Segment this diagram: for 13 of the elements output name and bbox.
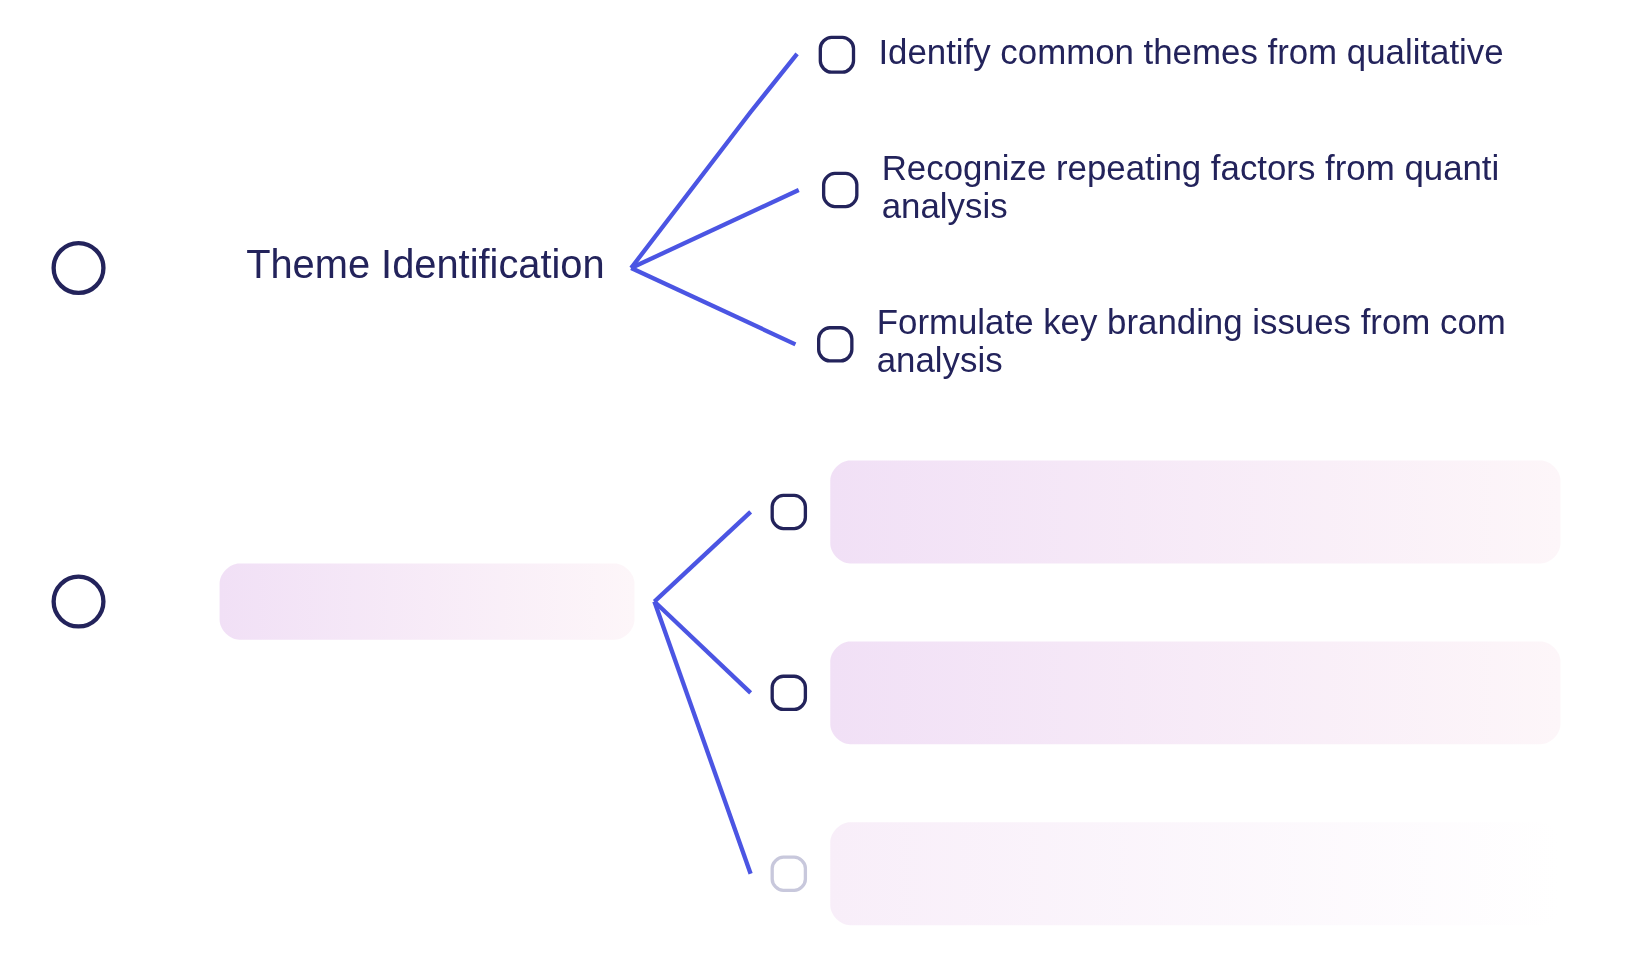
node-label: Recognize repeating factors from quanti analysis (881, 147, 1499, 225)
connector (652, 510, 752, 604)
node-label: Identify common themes from qualitative (877, 31, 1504, 71)
connector (628, 52, 799, 270)
node-bar (219, 563, 634, 640)
node-circle (51, 240, 106, 296)
node-text: Theme Identification (245, 242, 605, 287)
connector (651, 600, 753, 875)
connector (652, 600, 752, 695)
connector (629, 266, 796, 347)
node-circle (51, 574, 106, 629)
node-label: Formulate key branding issues from com analysis (876, 302, 1506, 380)
connector (629, 188, 800, 270)
